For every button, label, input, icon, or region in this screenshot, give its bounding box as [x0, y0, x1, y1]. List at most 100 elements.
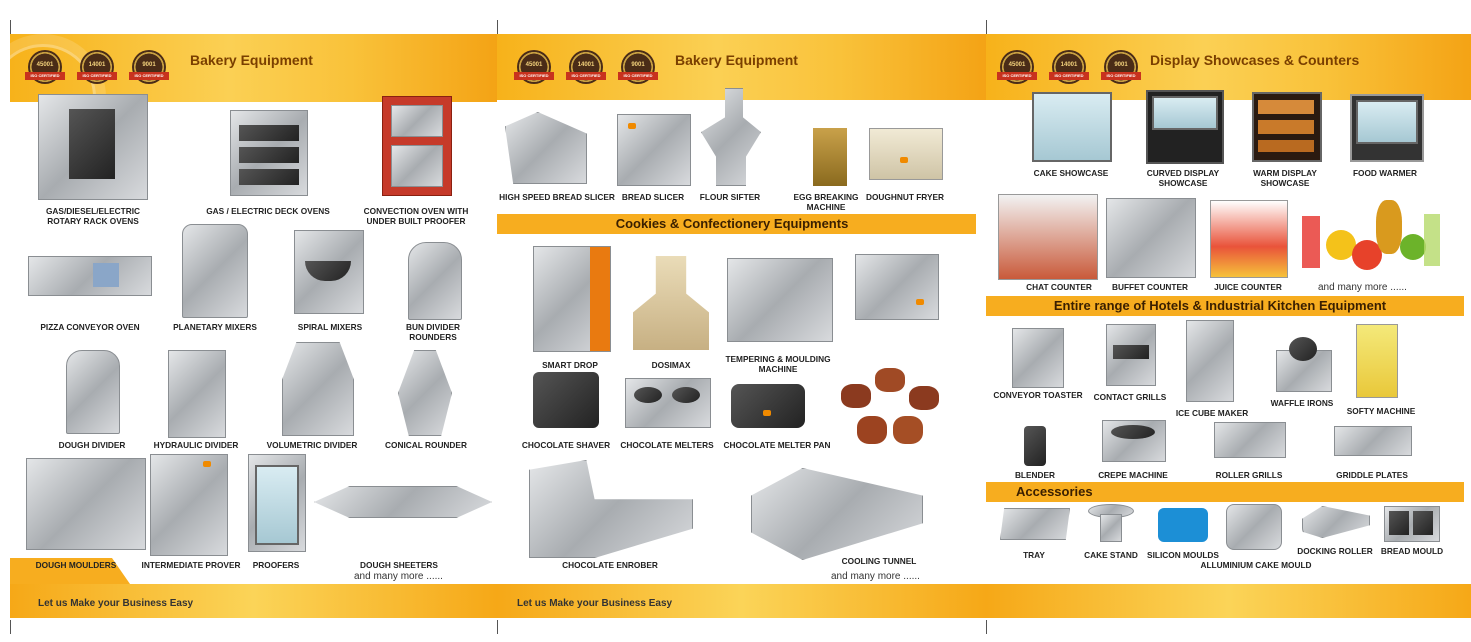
- blender-image: [1024, 426, 1046, 466]
- footer-band: [10, 584, 497, 618]
- proofer-image: [248, 454, 306, 552]
- hydraulic-divider-label: HYDRAULIC DIVIDER: [153, 440, 239, 450]
- footer-band: [986, 584, 1471, 618]
- curved-showcase-label: CURVED DISPLAY SHOWCASE: [1146, 168, 1220, 188]
- food-warmer-label: FOOD WARMER: [1352, 168, 1418, 178]
- fruits-image: [1296, 186, 1444, 278]
- chocolate-melters-label: CHOCOLATE MELTERS: [620, 440, 714, 450]
- rotary-oven-label: GAS/DIESEL/ELECTRIC ROTARY RACK OVENS: [45, 206, 141, 226]
- bread-slicer-image: [617, 114, 691, 186]
- hs-bread-slicer-label: HIGH SPEED BREAD SLICER: [499, 192, 615, 202]
- conveyor-toaster-label: CONVEYOR TOASTER: [993, 390, 1083, 400]
- and-many-more: and many more ......: [354, 571, 443, 582]
- doughnut-fryer-label: DOUGHNUT FRYER: [865, 192, 945, 202]
- ice-cube-maker-image: [1186, 320, 1234, 402]
- chat-counter-image: [998, 194, 1098, 280]
- cake-stand-label: CAKE STAND: [1084, 550, 1138, 560]
- proofer-label: PROOFERS: [252, 560, 300, 570]
- slogan: Let us Make your Business Easy: [38, 598, 194, 609]
- softy-machine-label: SOFTY MACHINE: [1346, 406, 1416, 416]
- dough-moulder-image: [26, 458, 146, 550]
- crop-mark: [10, 20, 11, 34]
- convection-oven-label: CONVECTION OVEN WITH UNDER BUILT PROOFER: [363, 206, 469, 226]
- volumetric-divider-label: VOLUMETRIC DIVIDER: [266, 440, 358, 450]
- hydraulic-divider-image: [168, 350, 226, 438]
- dosimax-label: DOSIMAX: [651, 360, 691, 370]
- tray-image: [1000, 508, 1070, 540]
- pizza-oven-label: PIZZA CONVEYOR OVEN: [40, 322, 140, 332]
- bread-mould-image: [1384, 506, 1440, 542]
- dough-divider-label: DOUGH DIVIDER: [58, 440, 126, 450]
- dough-moulder-label: DOUGH MOULDERS: [35, 560, 117, 570]
- griddle-plate-image: [1334, 426, 1412, 456]
- alu-cake-mould-image: [1226, 504, 1282, 550]
- warm-showcase-label: WARM DISPLAY SHOWCASE: [1253, 168, 1317, 188]
- cake-stand-image: [1088, 504, 1134, 542]
- waffle-iron-image: [1276, 337, 1332, 392]
- blender-label: BLENDER: [1014, 470, 1056, 480]
- cake-showcase-image: [1032, 92, 1112, 162]
- conveyor-toaster-image: [1012, 328, 1064, 388]
- silicon-mould-label: SILICON MOULDS: [1147, 550, 1219, 560]
- warm-showcase-image: [1252, 92, 1322, 162]
- ice-cube-maker-label: ICE CUBE MAKER: [1175, 408, 1249, 418]
- flour-sifter-label: FLOUR SIFTER: [699, 192, 761, 202]
- crop-mark: [497, 620, 498, 634]
- juice-counter-image: [1210, 200, 1288, 278]
- chocolate-shaver-label: CHOCOLATE SHAVER: [521, 440, 611, 450]
- and-many-more: and many more ......: [1318, 282, 1407, 293]
- intermediate-prover-image: [150, 454, 228, 556]
- section-bar-accessories: Accessories: [986, 482, 1464, 502]
- tempering-machine-label: TEMPERING & MOULDING MACHINE: [725, 354, 831, 374]
- tray-label: TRAY: [1023, 550, 1045, 560]
- softy-machine-image: [1356, 324, 1398, 398]
- chocolate-melters-image: [625, 378, 711, 428]
- panel-title: Display Showcases & Counters: [1150, 52, 1360, 68]
- chocolate-melter-pan-label: CHOCOLATE MELTER PAN: [723, 440, 831, 450]
- panel-title: Bakery Equipment: [190, 52, 313, 68]
- planetary-mixer-image: [182, 224, 248, 318]
- bun-divider-label: BUN DIVIDER ROUNDERS: [406, 322, 460, 342]
- chocolate-melter-pan-image: [731, 384, 805, 428]
- section-bar-hotels: Entire range of Hotels & Industrial Kitc…: [986, 296, 1464, 316]
- and-many-more: and many more ......: [831, 571, 920, 582]
- waffle-iron-label: WAFFLE IRONS: [1270, 398, 1334, 408]
- bun-divider-image: [408, 242, 462, 320]
- chocolate-machine-image: [855, 254, 939, 320]
- buffet-counter-image: [1106, 198, 1196, 278]
- panel-title: Bakery Equipment: [675, 52, 798, 68]
- chocolate-shaver-image: [533, 372, 599, 428]
- buffet-counter-label: BUFFET COUNTER: [1111, 282, 1189, 292]
- egg-breaking-machine-label: EGG BREAKING MACHINE: [793, 192, 859, 212]
- chocolate-enrober-label: CHOCOLATE ENROBER: [562, 560, 658, 570]
- section-bar-cookies: Cookies & Confectionery Equipments: [497, 214, 976, 234]
- crepe-machine-label: CREPE MACHINE: [1098, 470, 1168, 480]
- spiral-mixer-label: SPIRAL MIXERS: [297, 322, 363, 332]
- intermediate-prover-label: INTERMEDIATE PROVER: [141, 560, 241, 570]
- volumetric-divider-image: [282, 342, 354, 436]
- griddle-plate-label: GRIDDLE PLATES: [1336, 470, 1408, 480]
- alu-cake-mould-label: ALLUMINIUM CAKE MOULD: [1200, 560, 1312, 570]
- docking-roller-label: DOCKING ROLLER: [1297, 546, 1373, 556]
- planetary-mixer-label: PLANETARY MIXERS: [173, 322, 257, 332]
- doughnut-fryer-image: [869, 128, 943, 180]
- food-warmer-image: [1350, 94, 1424, 162]
- rotary-oven-image: [38, 94, 148, 200]
- juice-counter-label: JUICE COUNTER: [1214, 282, 1282, 292]
- contact-grill-label: CONTACT GRILLS: [1093, 392, 1167, 402]
- crop-mark: [986, 620, 987, 634]
- cake-showcase-label: CAKE SHOWCASE: [1033, 168, 1109, 178]
- crepe-machine-image: [1102, 420, 1166, 462]
- smart-drop-label: SMART DROP: [542, 360, 598, 370]
